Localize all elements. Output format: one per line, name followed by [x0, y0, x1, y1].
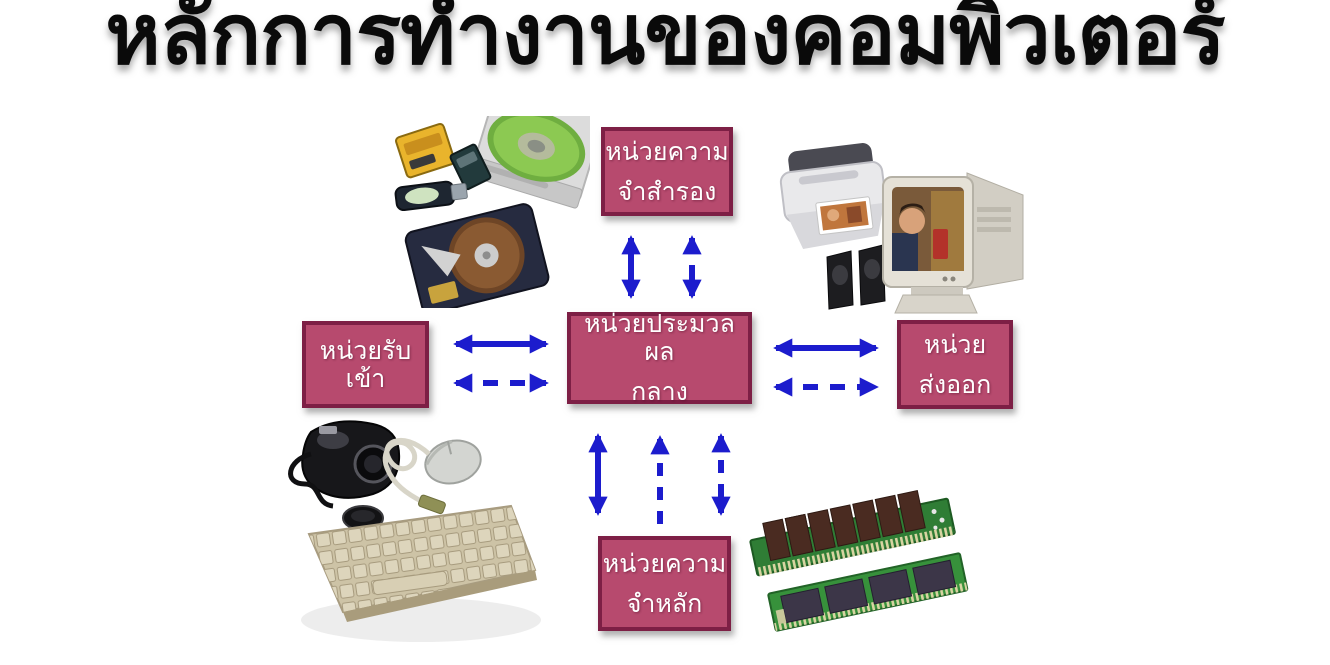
- box-secondary-memory: หน่วยความ จำสำรอง: [601, 127, 733, 216]
- page-title: หลักการทำงานของคอมพิวเตอร์: [105, 0, 1225, 83]
- mouse-icon: [424, 439, 482, 485]
- box-cpu-line2: กลาง: [631, 377, 688, 407]
- box-main-memory: หน่วยความ จำหลัก: [598, 536, 731, 631]
- box-main-memory-line2: จำหลัก: [626, 589, 703, 618]
- box-input-unit: หน่วยรับเข้า: [302, 321, 429, 408]
- hard-disk-icon: [404, 203, 550, 308]
- box-input-unit-line1: หน่วยรับเข้า: [319, 336, 412, 393]
- crt-monitor-icon: [882, 172, 1024, 314]
- storage-devices-image: [394, 116, 590, 308]
- input-devices-image: [288, 420, 541, 642]
- box-main-memory-line1: หน่วยความ: [602, 548, 727, 578]
- dimm-module-icon: [767, 552, 969, 632]
- memory-card-icon: [395, 122, 456, 179]
- keyboard-icon: [301, 504, 541, 642]
- speakers-icon: [826, 244, 886, 310]
- box-secondary-memory-line2: จำสำรอง: [617, 177, 717, 206]
- mouse-cable: [382, 437, 431, 505]
- output-devices-image: [779, 143, 1024, 314]
- memory-card-small-icon: [449, 143, 492, 191]
- box-cpu: หน่วยประมวลผล กลาง: [567, 309, 752, 407]
- cable-connector: [418, 494, 446, 515]
- ram-modules-image: [749, 489, 969, 632]
- box-output-unit-line2: ส่งออก: [918, 370, 992, 399]
- box-output-unit-line1: หน่วย: [923, 329, 987, 359]
- box-secondary-memory-line1: หน่วยความ: [605, 136, 729, 166]
- box-cpu-line1: หน่วยประมวลผล: [584, 309, 735, 366]
- optical-drive-icon: [469, 116, 590, 209]
- printer-icon: [779, 143, 887, 250]
- camera-icon: [288, 420, 401, 531]
- box-output-unit: หน่วย ส่งออก: [897, 320, 1013, 409]
- simm-module-icon: [749, 489, 956, 577]
- usb-flash-drive-icon: [394, 180, 468, 212]
